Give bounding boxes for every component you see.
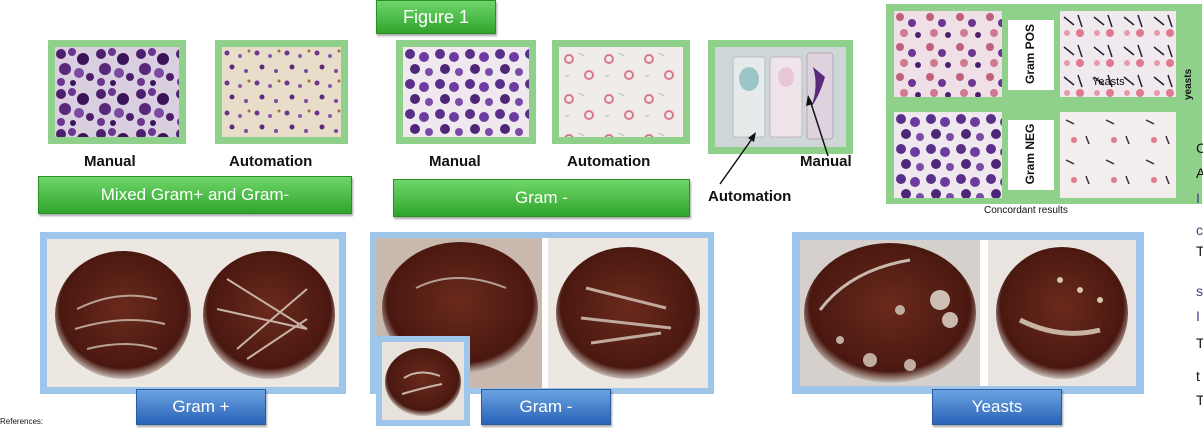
smear-gram-neg-manual: [396, 40, 536, 144]
banner-gram-neg: Gram -: [393, 179, 690, 217]
smear-mixed-automation: [215, 40, 348, 144]
culture-gram-pos: [40, 232, 346, 394]
concordant-neg-right: [1060, 112, 1176, 198]
right-edge-fragment: t: [1196, 368, 1200, 384]
concordant-pos-right: [1060, 11, 1176, 97]
right-edge-fragment: I: [1196, 190, 1200, 206]
banner-mixed: Mixed Gram+ and Gram-: [38, 176, 352, 214]
label-mixed-manual: Manual: [84, 153, 136, 170]
label-gram-neg: Gram NEG: [1023, 123, 1037, 185]
label-gram-pos: Gram POS: [1023, 23, 1037, 85]
right-edge-rotated: yeasts: [1183, 68, 1194, 100]
figure-title: Figure 1: [376, 0, 496, 34]
label-yeasts-overlay: Yeasts: [1092, 76, 1125, 88]
right-edge-fragment: I: [1196, 308, 1200, 324]
culture-gram-neg-inset: [376, 336, 470, 426]
label-gram-neg-manual: Manual: [429, 153, 481, 170]
references-label: References:: [0, 417, 44, 426]
right-edge-fragment: T: [1196, 392, 1203, 408]
right-edge-fragment: c: [1196, 222, 1203, 238]
culture-yeasts: [792, 232, 1144, 394]
right-edge-fragment: A: [1196, 165, 1203, 181]
label-gram-neg-automation: Automation: [567, 153, 651, 170]
smear-mixed-manual: [48, 40, 186, 144]
label-slide-manual: Manual: [800, 153, 852, 170]
banner-culture-yeasts: Yeasts: [932, 389, 1062, 425]
right-edge-fragment: s: [1196, 283, 1203, 299]
slides-photo: [708, 40, 853, 154]
smear-gram-neg-automation: [552, 40, 690, 144]
right-edge-fragment: C: [1196, 140, 1203, 156]
right-edge-fragment: T: [1196, 243, 1203, 259]
concordant-neg-left: [894, 112, 1002, 198]
label-slide-automation: Automation: [708, 188, 792, 205]
concordant-pos-left: [894, 11, 1002, 97]
banner-culture-gram-neg: Gram -: [481, 389, 611, 425]
caption-concordant: Concordant results: [984, 205, 1068, 216]
arrows-slides: [719, 95, 829, 185]
banner-culture-gram-pos: Gram +: [136, 389, 266, 425]
label-mixed-automation: Automation: [229, 153, 313, 170]
right-edge-fragment: T: [1196, 335, 1203, 351]
